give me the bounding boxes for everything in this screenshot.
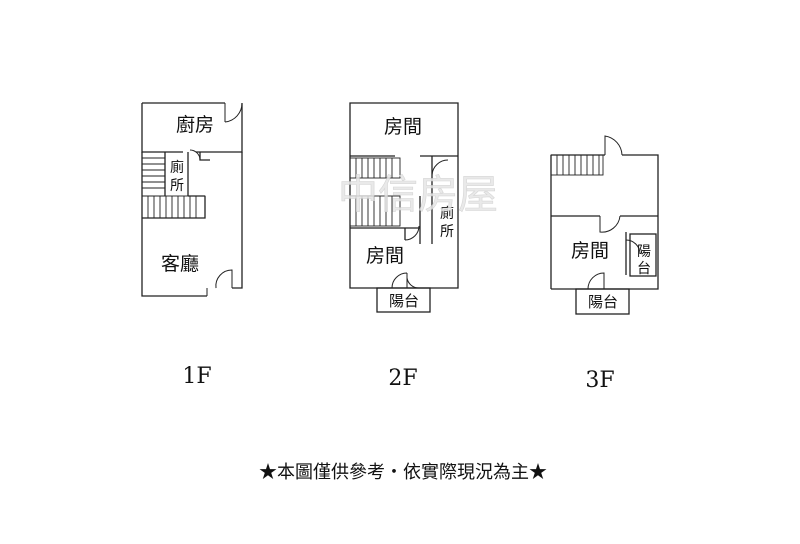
balcony-2f: [376, 287, 431, 313]
room-living-1f: 客廳: [161, 253, 199, 275]
disclaimer: ★本圖僅供參考・依實際現況為主★: [259, 462, 547, 483]
room-toilet-1f-line1: 廁: [170, 159, 184, 176]
floor-label-1f: 1F: [182, 364, 211, 389]
floor-plan-3f: 房間 陽 台 陽台 3F: [550, 135, 659, 393]
stair-2f-lower: [349, 195, 401, 227]
watermark: 中信房屋: [338, 172, 498, 218]
balcony-side-3f: [629, 233, 657, 277]
room-3f: 房間: [571, 240, 609, 262]
room-bottom-2f: 房間: [366, 245, 404, 267]
room-toilet-2f-line2: 所: [440, 224, 454, 240]
room-top-2f: 房間: [384, 116, 422, 138]
room-toilet-1f-line2: 所: [170, 178, 184, 194]
stair-3f: [550, 154, 604, 176]
room-kitchen-1f: 廚房: [176, 113, 214, 136]
floor-plan-2f: 房間 廁 所 房間 陽台 2F: [349, 102, 459, 391]
balcony-label-2f: 陽台: [389, 292, 419, 310]
room-toilet-2f-line1: 廁: [440, 205, 454, 222]
floor-plan-1f: 廚房 廁 所 客廳 1F: [141, 102, 243, 389]
floor-label-2f: 2F: [388, 366, 417, 391]
balcony-bottom-3f-label: 陽台: [588, 293, 618, 311]
balcony-side-3f-line1: 陽: [637, 244, 651, 260]
stair-1f-upper: [141, 151, 166, 197]
balcony-side-3f-line2: 台: [637, 261, 651, 277]
stair-1f-lower: [141, 195, 206, 219]
stair-2f-upper: [349, 157, 401, 179]
balcony-bottom-3f: [575, 288, 630, 315]
floor-label-3f: 3F: [585, 368, 614, 393]
